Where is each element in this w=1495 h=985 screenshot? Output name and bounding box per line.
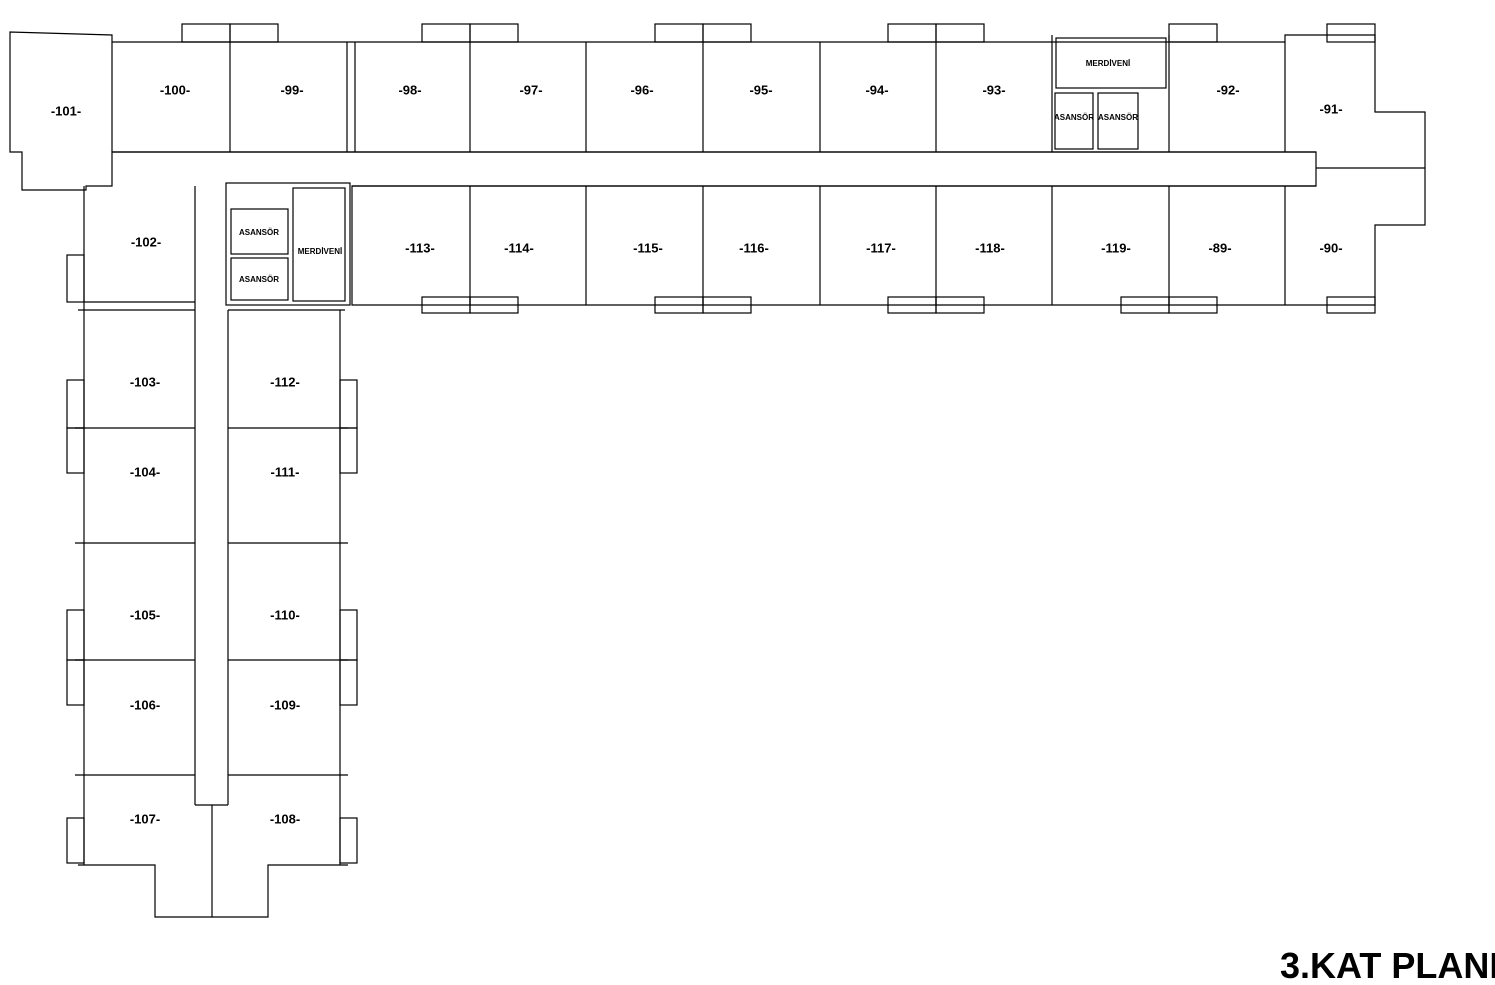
room-label-110: -110-: [270, 607, 300, 622]
room-label-107: -107-: [130, 811, 160, 826]
room-label-97: -97-: [519, 82, 542, 97]
room-label-93: -93-: [982, 82, 1005, 97]
room-label-103: -103-: [130, 374, 160, 389]
stairs-label-left: MERDİVENİ: [298, 247, 342, 256]
room-label-118: -118-: [975, 240, 1005, 255]
room-label-109: -109-: [270, 697, 300, 712]
room-label-92: -92-: [1216, 82, 1239, 97]
room-label-90: -90-: [1319, 240, 1342, 255]
room-label-96: -96-: [630, 82, 653, 97]
room-label-98: -98-: [398, 82, 421, 97]
room-label-100: -100-: [160, 82, 190, 97]
elevator-label-top-1: ASANSÖR: [1054, 113, 1094, 122]
room-label-119: -119-: [1101, 240, 1131, 255]
room-label-99: -99-: [280, 82, 303, 97]
room-label-115: -115-: [633, 240, 663, 255]
room-label-94: -94-: [865, 82, 888, 97]
floor-plan-walls: [9, 23, 1426, 918]
room-label-95: -95-: [749, 82, 772, 97]
room-label-111: -111-: [271, 464, 300, 479]
room-label-91: -91-: [1319, 101, 1342, 116]
room-label-112: -112-: [270, 374, 300, 389]
room-label-116: -116-: [739, 240, 769, 255]
room-label-113: -113-: [405, 240, 435, 255]
room-label-101: -101-: [51, 103, 81, 118]
room-label-114: -114-: [504, 240, 534, 255]
elevator-label-left-1: ASANSÖR: [239, 228, 279, 237]
elevator-label-top-2: ASANSÖR: [1098, 113, 1138, 122]
room-label-102: -102-: [131, 234, 161, 249]
room-label-108: -108-: [270, 811, 300, 826]
room-label-106: -106-: [130, 697, 160, 712]
room-label-105: -105-: [130, 607, 160, 622]
room-label-89: -89-: [1208, 240, 1231, 255]
elevator-label-left-2: ASANSÖR: [239, 275, 279, 284]
stairs-label-top: MERDİVENİ: [1086, 59, 1130, 68]
room-label-104: -104-: [130, 464, 160, 479]
room-label-117: -117-: [866, 240, 896, 255]
plan-title: 3.KAT PLANI: [1280, 945, 1495, 985]
